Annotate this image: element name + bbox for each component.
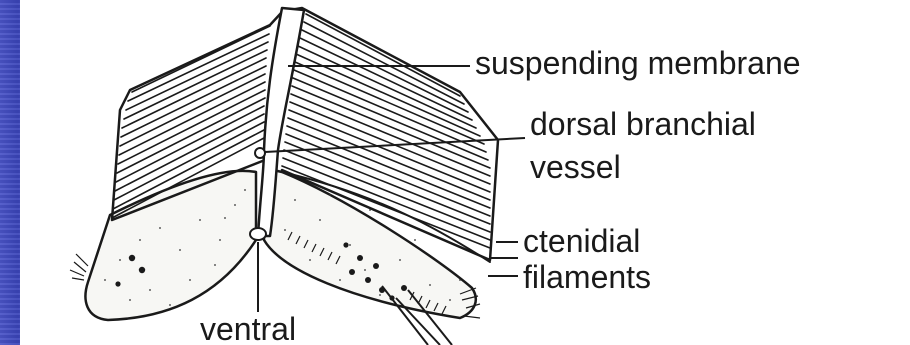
label-vessel: vessel <box>530 150 621 185</box>
label-ventral: ventral <box>200 312 296 345</box>
label-ctenidial: ctenidial <box>523 224 640 259</box>
label-filaments: filaments <box>523 260 651 295</box>
left-lobe <box>85 171 256 320</box>
label-suspending-membrane: suspending membrane <box>475 46 801 81</box>
label-dorsal-branchial: dorsal branchial <box>530 107 756 142</box>
right-lobe <box>264 168 476 318</box>
ventral-node <box>250 228 266 240</box>
dorsal-branchial-vessel-dot <box>255 148 265 158</box>
leader-dorsal-branchial-vessel <box>265 138 525 152</box>
figure-panel: suspending membrane dorsal branchial ves… <box>20 0 910 345</box>
